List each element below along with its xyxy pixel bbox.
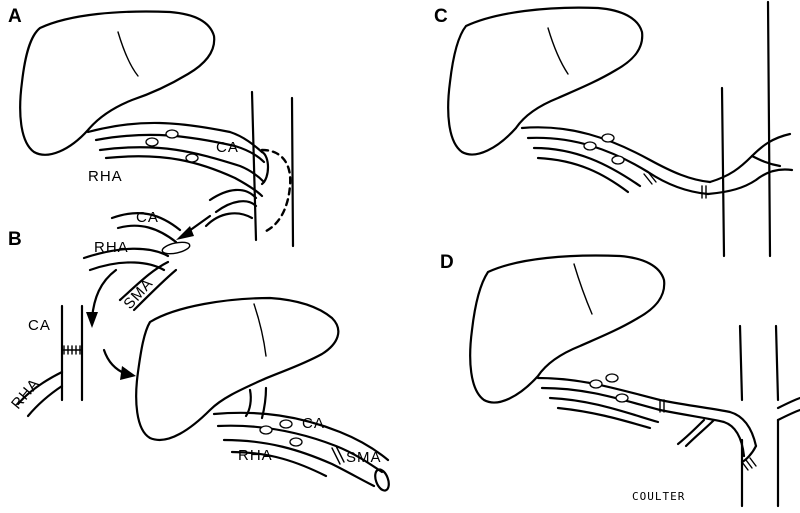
hepatic-vessel-bundle — [86, 121, 270, 228]
label-rha-liver: RHA — [238, 447, 273, 464]
panel-c: C — [434, 0, 794, 258]
curved-arrow-shaft — [90, 268, 118, 320]
label-ca-liver: CA — [302, 415, 325, 432]
panel-letter-a: A — [8, 6, 22, 27]
aorta-wall-left — [250, 90, 258, 242]
ca-rha-anastomosis — [16, 304, 84, 418]
reconstructed-vessels — [212, 386, 390, 492]
arrow-down-icon — [86, 312, 98, 328]
aorta-wall-right — [290, 96, 295, 248]
panel-letter-b: B — [8, 229, 22, 250]
liver-fissure — [117, 31, 139, 77]
hepatic-vessel-bundle-c — [520, 126, 794, 199]
liver-fissure-d — [573, 263, 593, 315]
lymph-nodes-d — [589, 373, 629, 403]
liver-d — [469, 254, 666, 404]
sma-cut-end — [374, 468, 390, 492]
aorta-wall-right-d — [774, 324, 780, 402]
aorta-wall-left-d — [738, 324, 744, 402]
lymph-nodes — [145, 129, 199, 163]
branch-d — [776, 396, 800, 422]
liver-fissure-c — [547, 27, 569, 75]
label-ca-upper: CA — [136, 209, 159, 226]
panel-a: A CA RHA — [8, 6, 295, 248]
aorta-wall-right-c — [766, 0, 772, 258]
liver — [19, 10, 216, 156]
arrow-down-left-icon — [176, 226, 194, 240]
label-ca-lower: CA — [28, 317, 51, 334]
liver-b — [135, 296, 340, 441]
liver-c — [447, 6, 644, 156]
panel-d: D — [440, 252, 800, 508]
label-ca: CA — [216, 139, 239, 156]
panel-b: B CA RHA SMA CA RHA — [8, 209, 390, 492]
liver-fissure-b — [253, 303, 267, 357]
aorta-wall-left-c — [720, 86, 726, 258]
lymph-nodes-c — [583, 133, 625, 165]
label-sma-liver: SMA — [346, 449, 382, 466]
lymph-nodes-b — [259, 419, 303, 447]
panel-letter-c: C — [434, 6, 448, 27]
arrow-right-icon — [120, 366, 136, 380]
divided-vessels — [82, 212, 191, 312]
label-rha: RHA — [88, 168, 123, 185]
ligation-dashed-line — [260, 148, 292, 234]
panel-letter-d: D — [440, 252, 454, 273]
label-rha-upper: RHA — [94, 239, 129, 256]
aorta-lower-d — [740, 418, 780, 508]
hepatic-vessel-bundle-d — [536, 376, 758, 471]
label-rha-lower: RHA — [8, 375, 43, 412]
artist-signature: COULTER — [632, 490, 685, 503]
